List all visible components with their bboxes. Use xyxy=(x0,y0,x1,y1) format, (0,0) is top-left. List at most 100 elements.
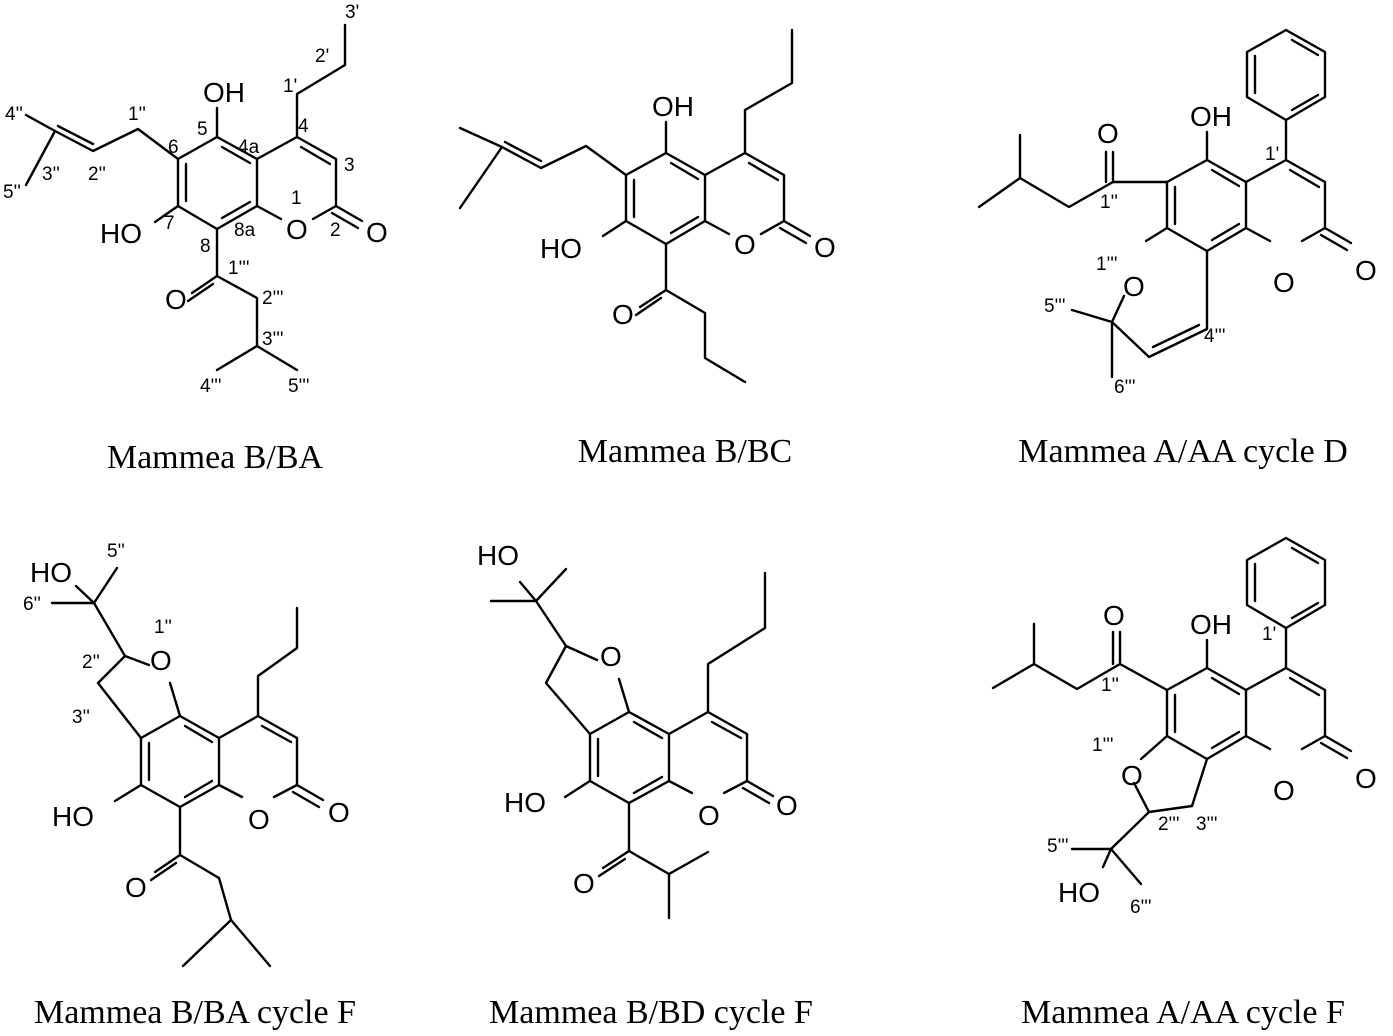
locant-label: 1'' xyxy=(128,104,146,125)
locant-label: 5'' xyxy=(107,541,125,562)
ring-oxygen-label: O xyxy=(286,214,308,245)
ring-oxygen-label: O xyxy=(150,645,172,676)
oh-label: OH xyxy=(1190,609,1232,640)
locant-label: 1' xyxy=(1265,144,1279,165)
locant-label: 6''' xyxy=(1130,897,1151,918)
structure-mammea-b-bc: OH HO O O O Mammea B/BC xyxy=(458,28,836,470)
ring-oxygen-label: O xyxy=(734,229,756,260)
locant-label: 2''' xyxy=(262,288,283,309)
ring-oxygen-label: O xyxy=(248,804,270,835)
locant-label: 1'' xyxy=(154,617,172,638)
bonds xyxy=(489,567,775,920)
atom-labels: HO O HO O O O xyxy=(477,540,798,899)
locant-label: 2'' xyxy=(88,164,106,185)
locant-label: 5''' xyxy=(288,376,309,397)
atom-labels: OH HO O O O xyxy=(100,77,388,315)
structure-mammea-b-ba-cycle-f: HO O HO O O O 5'' 6'' 1'' 2'' 3'' Mammea… xyxy=(23,541,356,1031)
carbonyl-oxygen-label: O xyxy=(366,217,388,248)
ring-oxygen-label: O xyxy=(600,641,622,672)
compound-name: Mammea B/BA cycle F xyxy=(34,994,356,1031)
ketone-oxygen-label: O xyxy=(125,872,147,903)
ho-label: HO xyxy=(504,787,546,818)
bonds xyxy=(991,536,1353,886)
oh-label: OH xyxy=(203,77,245,108)
ho-label: HO xyxy=(477,540,519,571)
locant-label: 6'' xyxy=(23,594,41,615)
ketone-oxygen-label: O xyxy=(612,299,634,330)
ring-oxygen-label: O xyxy=(1123,271,1145,302)
ketone-oxygen-label: O xyxy=(1097,118,1119,149)
locant-label: 3' xyxy=(345,2,359,23)
carbonyl-oxygen-label: O xyxy=(776,790,798,821)
locant-label: 4 xyxy=(298,116,309,137)
ho-label: HO xyxy=(30,557,72,588)
atom-labels: O OH O O O xyxy=(1097,101,1377,302)
ho-label: HO xyxy=(100,218,142,249)
ring-oxygen-label: O xyxy=(1121,760,1143,791)
locant-label: 3'' xyxy=(42,164,60,185)
locant-label: 4''' xyxy=(1204,326,1225,347)
locant-label: 5'' xyxy=(3,182,21,203)
compound-name: Mammea A/AA cycle F xyxy=(1021,994,1345,1031)
locant-label: 4''' xyxy=(200,376,221,397)
ho-label: HO xyxy=(540,233,582,264)
locant-label: 5''' xyxy=(1044,296,1065,317)
bonds xyxy=(458,28,812,384)
structure-mammea-b-ba: OH HO O O O 3' 2' 1' 4'' 1'' 5 4a 4 6 3 … xyxy=(3,2,388,476)
oh-label: OH xyxy=(652,91,694,122)
carbonyl-oxygen-label: O xyxy=(1355,255,1377,286)
numbering-labels: 1' 1'' 1''' 5''' 4''' 6''' xyxy=(1044,144,1279,398)
compound-name: Mammea B/BD cycle F xyxy=(489,994,813,1031)
locant-label: 6''' xyxy=(1114,377,1135,398)
locant-label: 1'' xyxy=(1101,675,1119,696)
ring-oxygen-label: O xyxy=(698,800,720,831)
locant-label: 1''' xyxy=(1096,254,1117,275)
numbering-labels: 5'' 6'' 1'' 2'' 3'' xyxy=(23,541,172,728)
locant-label: 2' xyxy=(315,46,329,67)
ring-oxygen-label: O xyxy=(1273,267,1295,298)
bonds xyxy=(50,566,325,968)
locant-label: 3''' xyxy=(1196,814,1217,835)
locant-label: 3'' xyxy=(72,707,90,728)
atom-labels: O OH O O O HO xyxy=(1058,600,1377,908)
bonds xyxy=(977,28,1353,379)
compound-name: Mammea B/BC xyxy=(578,433,792,470)
locant-label: 1''' xyxy=(228,258,249,279)
locant-label: 4a xyxy=(238,137,260,158)
structure-mammea-a-aa-cycle-d: O OH O O O 1' 1'' 1''' 5''' 4''' 6''' Ma… xyxy=(977,28,1377,470)
locant-label: 5''' xyxy=(1047,836,1068,857)
compound-name: Mammea B/BA xyxy=(107,439,324,476)
carbonyl-oxygen-label: O xyxy=(814,232,836,263)
locant-label: 1' xyxy=(1262,624,1276,645)
ketone-oxygen-label: O xyxy=(165,284,187,315)
carbonyl-oxygen-label: O xyxy=(328,797,350,828)
structure-mammea-b-bd-cycle-f: HO O HO O O O Mammea B/BD cycle F xyxy=(477,540,813,1031)
locant-label: 1' xyxy=(283,76,297,97)
ho-label: HO xyxy=(52,801,94,832)
carbonyl-oxygen-label: O xyxy=(1355,763,1377,794)
locant-label: 1 xyxy=(291,188,302,209)
locant-label: 2 xyxy=(330,220,341,241)
atom-labels: OH HO O O O xyxy=(540,91,836,330)
numbering-labels: 1' 1'' 1''' 3''' 2''' 5''' 6''' xyxy=(1047,624,1276,918)
locant-label: 3''' xyxy=(262,329,283,350)
ketone-oxygen-label: O xyxy=(1103,600,1125,631)
locant-label: 7 xyxy=(164,213,175,234)
bonds xyxy=(24,23,364,372)
locant-label: 3 xyxy=(344,155,355,176)
locant-label: 8a xyxy=(234,220,256,241)
ketone-oxygen-label: O xyxy=(573,868,595,899)
locant-label: 4'' xyxy=(5,104,23,125)
locant-label: 2''' xyxy=(1158,814,1179,835)
locant-label: 1'' xyxy=(1100,192,1118,213)
compound-name: Mammea A/AA cycle D xyxy=(1018,433,1348,470)
locant-label: 5 xyxy=(197,119,208,140)
numbering-labels: 3' 2' 1' 4'' 1'' 5 4a 4 6 3 3'' 2'' 5'' … xyxy=(3,2,359,397)
locant-label: 2'' xyxy=(82,652,100,673)
atom-labels: HO O HO O O O xyxy=(30,557,350,903)
ho-label: HO xyxy=(1058,877,1100,908)
locant-label: 6 xyxy=(168,137,179,158)
oh-label: OH xyxy=(1190,101,1232,132)
